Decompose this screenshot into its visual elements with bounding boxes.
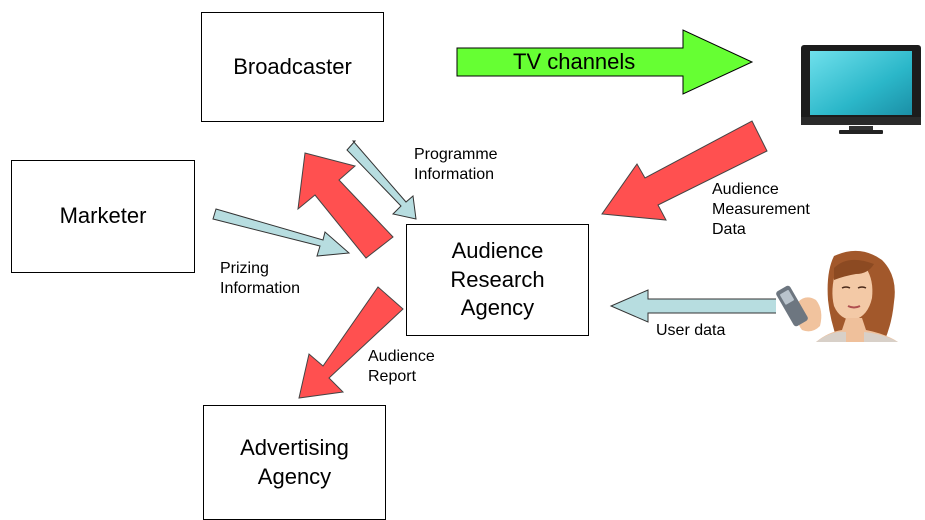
- tv-channels-label: TV channels: [513, 49, 636, 74]
- audience-report-label: Audience Report: [368, 347, 435, 387]
- prizing-information-label: Prizing Information: [220, 259, 300, 299]
- advertising-agency-line-1: Advertising: [240, 434, 349, 460]
- television-icon: [801, 45, 921, 134]
- red-arrow-audience-measurement: [601, 120, 768, 221]
- advertising-agency-box: Advertising Agency: [203, 405, 386, 520]
- programme-information-line-2: Information: [414, 166, 495, 183]
- audience-research-agency-box: Audience Research Agency: [406, 224, 589, 336]
- audience-measurement-data-label: Audience Measurement Data: [712, 180, 810, 240]
- marketer-box: Marketer: [11, 160, 195, 273]
- advertising-agency-line-2: Agency: [257, 463, 332, 489]
- broadcaster-label: Broadcaster: [233, 53, 352, 79]
- audience-measurement-data-line-3: Data: [712, 221, 746, 238]
- blue-arrow-user-data: [609, 289, 788, 323]
- audience-research-agency-line-2: Research: [450, 266, 545, 292]
- prizing-information-line-1: Prizing: [220, 260, 269, 277]
- blue-arrow-programme-info: [346, 140, 417, 220]
- user-data-label: User data: [656, 322, 726, 339]
- marketer-label: Marketer: [59, 203, 147, 229]
- audience-research-agency-line-3: Agency: [460, 295, 535, 321]
- programme-information-label: Programme Information: [414, 145, 498, 185]
- audience-measurement-data-line-2: Measurement: [712, 201, 810, 218]
- audience-report-line-1: Audience: [368, 348, 435, 365]
- tv-channels-arrow: [456, 29, 754, 95]
- audience-report-line-2: Report: [368, 368, 417, 385]
- red-arrow-to-broadcaster: [297, 152, 394, 259]
- audience-research-agency-line-1: Audience: [451, 238, 544, 264]
- audience-measurement-data-line-1: Audience: [712, 181, 779, 198]
- programme-information-line-1: Programme: [414, 146, 498, 163]
- red-arrow-audience-report: [298, 286, 404, 399]
- prizing-information-line-2: Information: [220, 280, 301, 297]
- person-with-phone-image: [776, 250, 904, 342]
- broadcaster-box: Broadcaster: [201, 12, 384, 122]
- blue-arrow-prizing-info: [212, 208, 351, 257]
